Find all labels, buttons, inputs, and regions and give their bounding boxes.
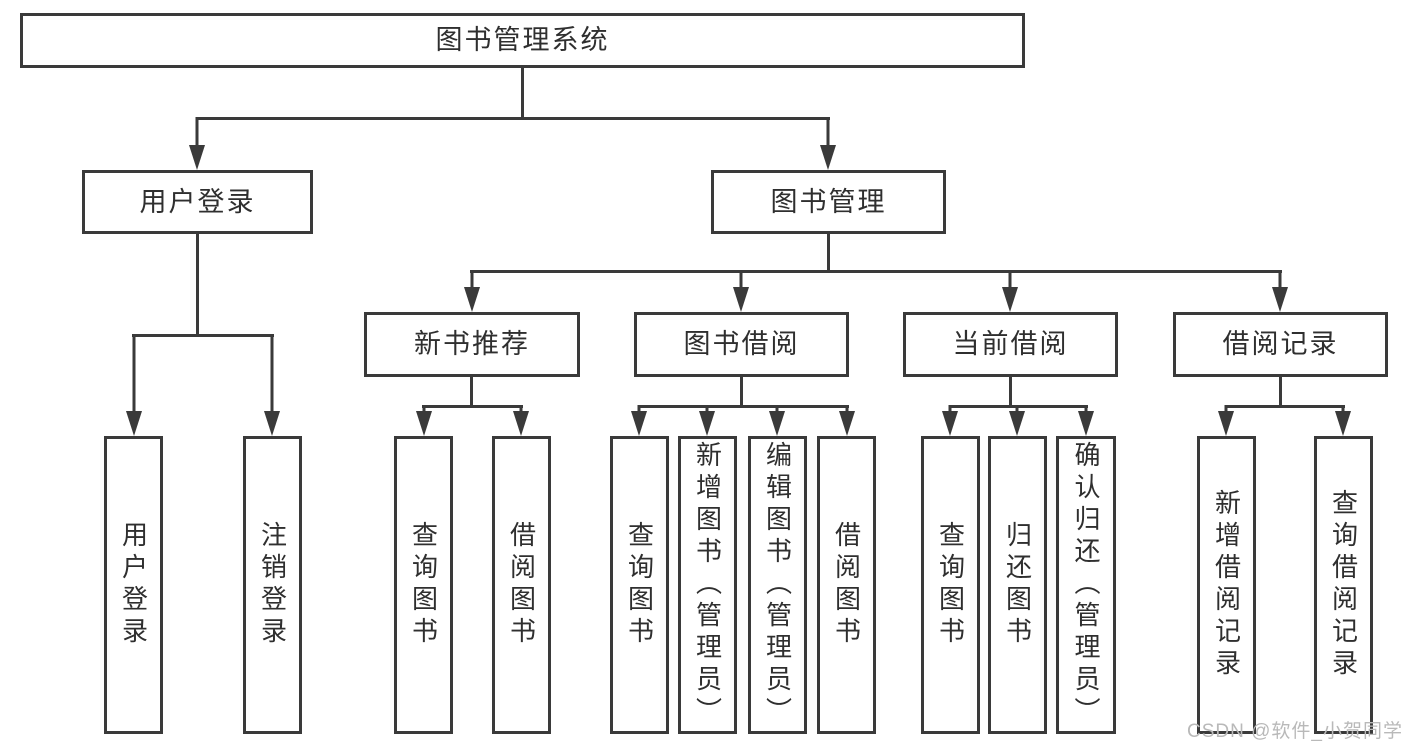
node-label: 查询图书 — [935, 521, 966, 649]
leaf-confirm-return-admin: 确认归还（管理员） — [1056, 436, 1116, 734]
leaf-add-book-admin: 新增图书（管理员） — [678, 436, 737, 734]
leaf-borrow-books: 借阅图书 — [817, 436, 876, 734]
arrow-down-icon — [699, 405, 715, 436]
arrow-down-icon — [1272, 270, 1288, 312]
arrow-down-icon — [513, 405, 529, 436]
node-label: 新增借阅记录 — [1211, 489, 1242, 681]
node-new-book-recommendation: 新书推荐 — [364, 312, 580, 377]
connector-rail-records — [1225, 405, 1345, 408]
arrow-down-icon — [416, 405, 432, 436]
connector-login-stem — [196, 232, 199, 336]
node-label: 用户登录 — [139, 186, 256, 217]
connector-current-stem — [1009, 374, 1012, 407]
node-label: 新书推荐 — [414, 329, 530, 359]
connector-rail-level3 — [470, 270, 1282, 273]
connector-mgmt-stem — [827, 232, 830, 272]
arrow-down-icon — [126, 334, 142, 436]
node-label: 确认归还（管理员） — [1071, 441, 1101, 729]
arrow-down-icon — [1009, 405, 1025, 436]
connector-rail-login — [132, 334, 274, 337]
leaf-query-borrow-record: 查询借阅记录 — [1314, 436, 1373, 734]
arrow-down-icon — [820, 117, 836, 170]
arrow-down-icon — [1078, 405, 1094, 436]
arrow-down-icon — [264, 334, 280, 436]
connector-records-stem — [1279, 374, 1282, 407]
node-borrowing-records: 借阅记录 — [1173, 312, 1388, 377]
arrow-down-icon — [464, 270, 480, 312]
node-label: 当前借阅 — [952, 329, 1069, 359]
connector-root-stem — [521, 66, 524, 118]
arrow-down-icon — [1002, 270, 1018, 312]
leaf-logout: 注销登录 — [243, 436, 302, 734]
node-label: 新增图书（管理员） — [692, 441, 723, 729]
leaf-borrow-books-recommend: 借阅图书 — [492, 436, 551, 734]
arrow-down-icon — [1218, 405, 1234, 436]
node-label: 查询图书 — [408, 521, 439, 649]
connector-borrow-stem — [740, 374, 743, 407]
arrow-down-icon — [1335, 405, 1351, 436]
leaf-user-login: 用户登录 — [104, 436, 163, 734]
node-book-borrowing: 图书借阅 — [634, 312, 849, 377]
connector-newbook-stem — [470, 374, 473, 407]
node-label: 图书借阅 — [683, 329, 800, 359]
node-label: 借阅图书 — [831, 521, 862, 649]
connector-rail-newbook — [422, 405, 523, 408]
node-label: 注销登录 — [257, 521, 288, 649]
node-label: 归还图书 — [1002, 521, 1033, 649]
node-current-borrowing: 当前借阅 — [903, 312, 1118, 377]
arrow-down-icon — [942, 405, 958, 436]
leaf-edit-book-admin: 编辑图书（管理员） — [748, 436, 807, 734]
node-label: 编辑图书（管理员） — [762, 441, 793, 729]
node-label: 借阅图书 — [506, 521, 537, 649]
arrow-down-icon — [189, 117, 205, 170]
leaf-add-borrow-record: 新增借阅记录 — [1197, 436, 1256, 734]
connector-rail-level2 — [196, 117, 830, 120]
leaf-return-books: 归还图书 — [988, 436, 1047, 734]
arrow-down-icon — [733, 270, 749, 312]
leaf-query-books-recommend: 查询图书 — [394, 436, 453, 734]
node-label: 查询借阅记录 — [1328, 489, 1359, 681]
leaf-query-books-borrow: 查询图书 — [610, 436, 669, 734]
node-library-system: 图书管理系统 — [20, 13, 1025, 68]
connector-rail-borrow — [638, 405, 849, 408]
arrow-down-icon — [769, 405, 785, 436]
node-user-login: 用户登录 — [82, 170, 313, 234]
watermark: CSDN @软件_小贺同学 — [1187, 721, 1403, 742]
node-label: 借阅记录 — [1222, 329, 1339, 359]
node-label: 用户登录 — [118, 521, 149, 649]
node-label: 查询图书 — [624, 521, 655, 649]
node-label: 图书管理系统 — [435, 25, 610, 55]
arrow-down-icon — [839, 405, 855, 436]
node-book-management: 图书管理 — [711, 170, 946, 234]
arrow-down-icon — [631, 405, 647, 436]
node-label: 图书管理 — [770, 186, 887, 217]
leaf-query-books-current: 查询图书 — [921, 436, 980, 734]
